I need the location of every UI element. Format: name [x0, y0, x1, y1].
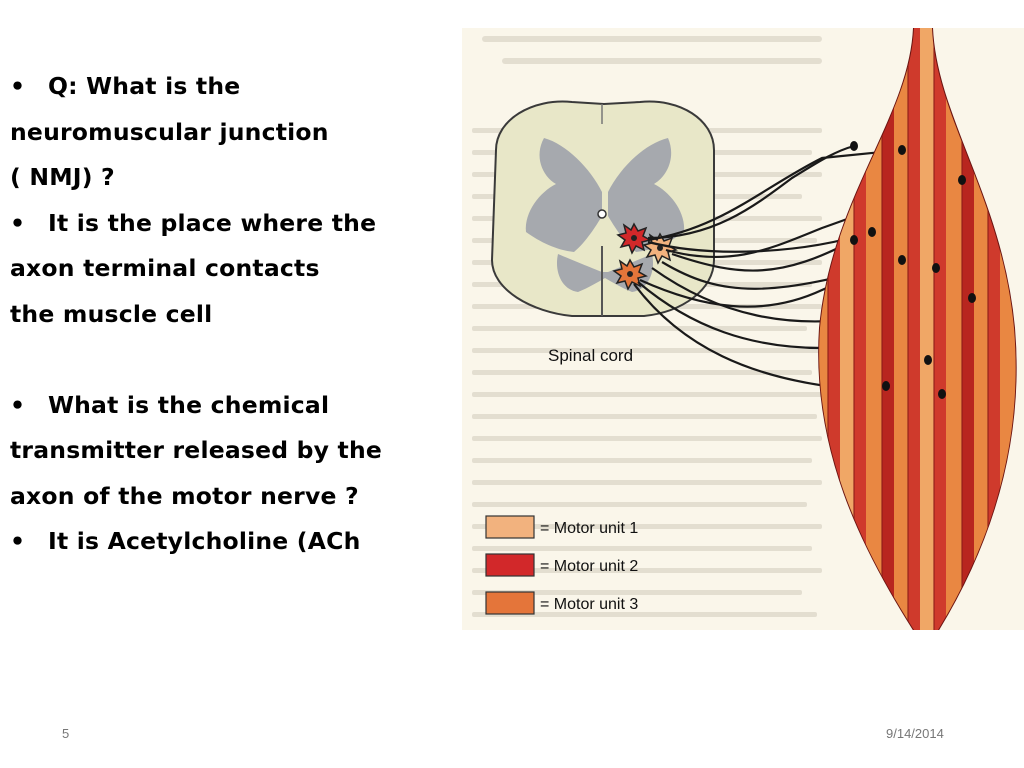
bullet-marker: •: [10, 72, 26, 100]
legend-label: = Motor unit 1: [540, 520, 638, 537]
spinal-cord-section: [490, 100, 715, 317]
motor-unit-figure: Spinal cord: [462, 28, 1024, 630]
bullet-a1-line-3: the muscle cell: [10, 299, 213, 328]
legend-label: = Motor unit 3: [540, 596, 638, 613]
bullet-q1-line-3: ( NMJ) ?: [10, 163, 115, 191]
motor-neurons: [612, 222, 678, 291]
slide-date: 9/14/2014: [886, 726, 944, 741]
bullet-a1-line-1: •It is the place where the: [10, 201, 450, 247]
bullet-q1-line-2: neuromuscular junction: [10, 117, 329, 146]
legend-item-motor-unit-2: = Motor unit 2: [485, 553, 638, 577]
bullet-a1-line-2: axon terminal contacts: [10, 254, 320, 282]
legend-item-motor-unit-1: = Motor unit 1: [485, 515, 638, 539]
nmj-terminals: [850, 141, 976, 399]
bullet-marker: •: [10, 527, 26, 555]
bullet-marker: •: [10, 390, 26, 419]
slide-text: •Q: What is the neuromuscular junction (…: [10, 64, 450, 565]
bullet-q2-line-3: axon of the motor nerve ?: [10, 481, 359, 510]
legend-label: = Motor unit 2: [540, 558, 638, 575]
bullet-q2-line-1: •What is the chemical: [10, 383, 450, 429]
bullet-q2-line-2: transmitter released by the: [10, 436, 383, 464]
slide-number: 5: [62, 726, 70, 741]
motor-unit-illustration: Spinal cord: [462, 28, 1024, 630]
spacer: [10, 337, 450, 383]
bullet-a2-line-1: •It is Acetylcholine (ACh: [10, 519, 450, 565]
spinal-cord-label: Spinal cord: [548, 346, 633, 365]
legend-item-motor-unit-3: = Motor unit 3: [485, 591, 638, 615]
legend: = Motor unit 1 = Motor unit 2 = Motor un…: [485, 515, 638, 615]
bullet-q1-line-1: •Q: What is the: [10, 64, 450, 110]
bullet-marker: •: [10, 208, 26, 237]
